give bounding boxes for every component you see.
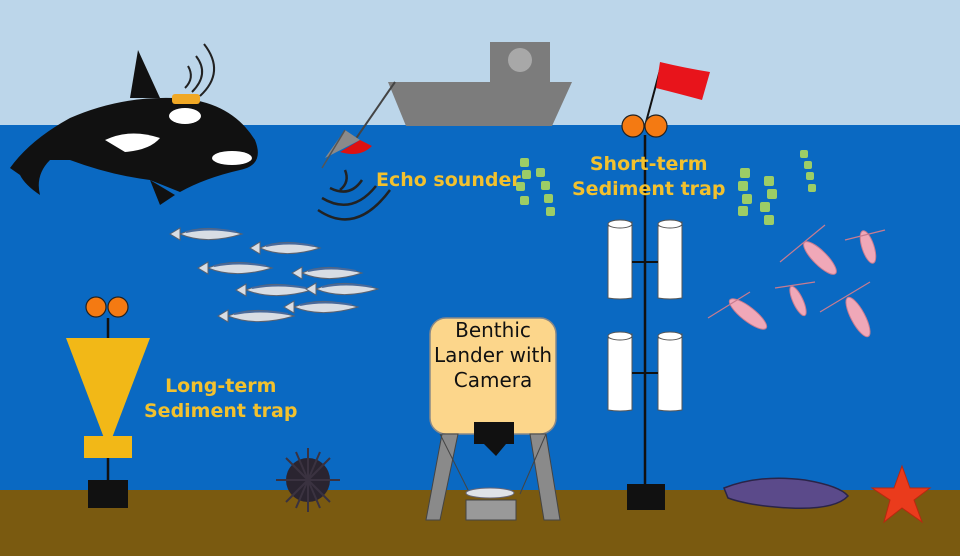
fish-stripe-0 — [185, 228, 237, 233]
short-term-trap-line1: Short-term — [589, 153, 708, 175]
long-term-trap-line2: Sediment trap — [144, 400, 298, 422]
anchor — [627, 484, 665, 510]
fish-stripe-1 — [265, 242, 315, 247]
buoy-icon — [621, 114, 645, 138]
starfish-icon — [870, 464, 932, 524]
camera-icon — [474, 422, 514, 444]
lander-line2: Lander with — [433, 343, 553, 367]
buoy-icon-4 — [107, 296, 129, 318]
short-term-trap-label: Short-term Sediment trap — [572, 152, 725, 202]
long-term-sediment-trap — [66, 296, 150, 508]
long-term-trap-label: Long-term Sediment trap — [144, 374, 297, 424]
fish-school-icon — [169, 227, 380, 323]
tag-signal-icon — [184, 43, 216, 97]
sea-cucumber-icon — [723, 477, 849, 509]
echo-sounder-text: Echo sounder — [376, 169, 521, 191]
buoy-icon-3 — [85, 296, 107, 318]
phytoplankton-group — [516, 150, 816, 225]
fish-stripe-4 — [251, 284, 307, 289]
zooplankton-group — [707, 224, 886, 338]
lander-line1: Benthic — [455, 318, 531, 342]
long-term-trap-line1: Long-term — [165, 375, 277, 397]
anchor — [88, 480, 128, 508]
bait-fish-icon — [465, 487, 515, 499]
orca-icon — [10, 43, 258, 205]
transducer-icon — [317, 129, 392, 221]
fish-stripe-2 — [213, 262, 267, 267]
trap-tubes — [607, 219, 683, 412]
sea-urchin-icon — [276, 448, 340, 512]
echo-sounder-label: Echo sounder — [376, 168, 521, 193]
benthic-lander-label: Benthic Lander with Camera — [430, 318, 556, 393]
ship-icon — [354, 42, 572, 141]
tag-icon — [172, 94, 200, 104]
buoy-icon-2 — [644, 114, 668, 138]
benthic-lander — [425, 317, 561, 521]
lander-line3: Camera — [453, 368, 533, 392]
fish-stripe-5 — [321, 283, 373, 288]
short-term-trap-line2: Sediment trap — [572, 178, 726, 200]
flag-icon — [656, 62, 710, 100]
fish-stripe-7 — [299, 301, 353, 306]
short-term-sediment-trap — [607, 62, 710, 510]
fish-stripe-3 — [307, 267, 357, 272]
fish-stripe-6 — [233, 310, 289, 315]
